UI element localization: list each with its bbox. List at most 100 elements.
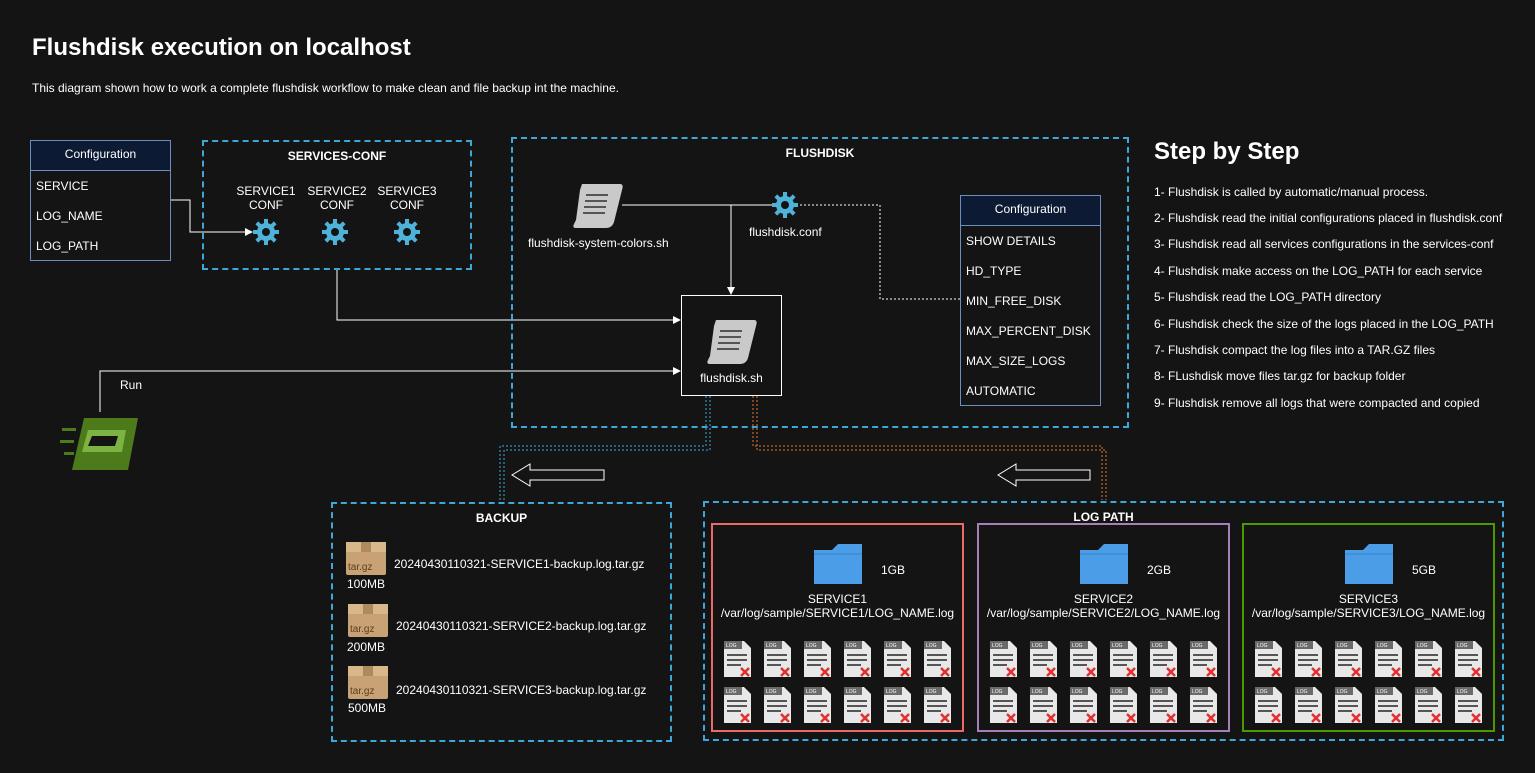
step-item: 1- Flushdisk is called by automatic/manu… xyxy=(1154,185,1429,199)
config-right-row: HD_TYPE xyxy=(966,264,1022,278)
edge-run-to-flushdisk xyxy=(99,367,681,412)
svg-text:LOG: LOG xyxy=(1297,689,1308,695)
config-left-row: LOG_NAME xyxy=(36,209,103,223)
edge-conf-to-config xyxy=(800,204,960,300)
log-service-name: SERVICE3 xyxy=(1338,592,1399,606)
config-right-row: MAX_SIZE_LOGS xyxy=(966,354,1066,368)
svg-text:LOG: LOG xyxy=(886,643,897,649)
services-conf-box: SERVICES-CONF xyxy=(202,140,472,270)
log-file-icon: LOG xyxy=(1150,687,1177,723)
log-file-icon: LOG xyxy=(924,687,951,723)
backup-file-size: 200MB xyxy=(347,640,386,654)
step-item: 3- Flushdisk read all services configura… xyxy=(1154,237,1494,251)
log-file-icon: LOG xyxy=(1030,641,1057,677)
log-service-box xyxy=(977,523,1230,732)
log-file-icon: LOG xyxy=(764,641,791,677)
steps-title: Step by Step xyxy=(1154,138,1300,165)
gear-icon xyxy=(394,219,420,245)
config-left-title: Configuration xyxy=(31,141,170,171)
flushdisk-box: FLUSHDISK xyxy=(511,137,1129,428)
log-path-box: LOG PATH xyxy=(703,501,1504,741)
log-file-icon: LOG xyxy=(1110,641,1137,677)
backup-file-name: 20240430110321-SERVICE2-backup.log.tar.g… xyxy=(396,619,647,633)
services-conf-title: SERVICES-CONF xyxy=(287,149,387,163)
log-file-icon: LOG xyxy=(990,641,1017,677)
package-icon xyxy=(346,542,386,575)
backup-file-name: 20240430110321-SERVICE1-backup.log.tar.g… xyxy=(394,557,645,571)
page-subtitle: This diagram shown how to work a complet… xyxy=(32,81,619,95)
log-service-name: SERVICE2 xyxy=(1073,592,1134,606)
log-file-icon: LOG xyxy=(1190,687,1217,723)
log-service-path: /var/log/sample/SERVICE1/LOG_NAME.log xyxy=(720,606,955,620)
backup-box: BACKUP xyxy=(331,502,672,742)
svg-text:LOG: LOG xyxy=(1032,643,1043,649)
log-service-path: /var/log/sample/SERVICE2/LOG_NAME.log xyxy=(986,606,1221,620)
backup-title: BACKUP xyxy=(475,511,528,525)
step-item: 8- FLushdisk move files tar.gz for backu… xyxy=(1154,369,1406,383)
folder-icon xyxy=(814,544,862,584)
package-icon-text: tar.gz xyxy=(348,562,373,573)
backup-file-name: 20240430110321-SERVICE3-backup.log.tar.g… xyxy=(396,683,647,697)
log-file-icon: LOG xyxy=(1030,687,1057,723)
svg-text:LOG: LOG xyxy=(726,643,737,649)
script-icon xyxy=(707,320,757,364)
svg-text:LOG: LOG xyxy=(1377,643,1388,649)
log-file-icon: LOG xyxy=(1150,641,1177,677)
edge-services-to-flushdisk xyxy=(336,270,681,324)
config-right-title: Configuration xyxy=(961,196,1100,226)
edge-to-backup xyxy=(499,396,707,500)
log-file-icon: LOG xyxy=(1070,641,1097,677)
script-colors-label: flushdisk-system-colors.sh xyxy=(528,236,669,250)
log-file-icon: LOG xyxy=(724,641,751,677)
folder-icon xyxy=(1080,544,1128,584)
svg-text:LOG: LOG xyxy=(1417,643,1428,649)
config-right-table: Configuration SHOW DETAILS HD_TYPE MIN_F… xyxy=(960,195,1101,406)
svg-text:LOG: LOG xyxy=(806,689,817,695)
log-file-icon: LOG xyxy=(1415,641,1442,677)
svg-text:LOG: LOG xyxy=(766,643,777,649)
log-service-path: /var/log/sample/SERVICE3/LOG_NAME.log xyxy=(1251,606,1486,620)
log-file-icon: LOG xyxy=(844,641,871,677)
log-path-title: LOG PATH xyxy=(1073,510,1134,524)
svg-text:LOG: LOG xyxy=(992,689,1003,695)
svg-text:LOG: LOG xyxy=(1192,643,1203,649)
step-item: 7- Flushdisk compact the log files into … xyxy=(1154,343,1435,357)
svg-text:LOG: LOG xyxy=(806,643,817,649)
log-file-icon: LOG xyxy=(1255,687,1282,723)
log-file-icon: LOG xyxy=(1335,641,1362,677)
log-file-icon: LOG xyxy=(1295,641,1322,677)
flushdisk-title: FLUSHDISK xyxy=(785,146,855,160)
svg-text:LOG: LOG xyxy=(992,643,1003,649)
svg-text:LOG: LOG xyxy=(1257,689,1268,695)
svg-text:LOG: LOG xyxy=(1152,689,1163,695)
log-size-label: 1GB xyxy=(881,563,906,577)
svg-text:LOG: LOG xyxy=(926,689,937,695)
svg-text:LOG: LOG xyxy=(1112,689,1123,695)
run-logo-icon[interactable] xyxy=(58,414,142,474)
svg-text:LOG: LOG xyxy=(1457,643,1468,649)
svg-text:LOG: LOG xyxy=(1032,689,1043,695)
step-item: 2- Flushdisk read the initial configurat… xyxy=(1154,211,1503,225)
log-service-name: SERVICE1 xyxy=(807,592,868,606)
conf-file-label: flushdisk.conf xyxy=(749,225,822,239)
svg-text:LOG: LOG xyxy=(1112,643,1123,649)
log-file-icon: LOG xyxy=(924,641,951,677)
log-file-icon: LOG xyxy=(1415,687,1442,723)
log-file-icon: LOG xyxy=(804,687,831,723)
log-file-icon: LOG xyxy=(1375,641,1402,677)
log-file-icon: LOG xyxy=(724,687,751,723)
log-file-icon: LOG xyxy=(764,687,791,723)
service1-conf-label: SERVICE1 CONF xyxy=(236,184,296,212)
package-icon-text: tar.gz xyxy=(350,686,375,697)
config-left-row: SERVICE xyxy=(36,179,89,193)
log-file-icon: LOG xyxy=(884,687,911,723)
svg-text:LOG: LOG xyxy=(726,689,737,695)
log-service-box xyxy=(1242,523,1495,732)
svg-text:LOG: LOG xyxy=(886,689,897,695)
edge-config-to-services xyxy=(171,199,253,236)
package-icon-text: tar.gz xyxy=(350,624,375,635)
log-file-icon: LOG xyxy=(1335,687,1362,723)
log-file-icon: LOG xyxy=(1295,687,1322,723)
service2-conf-label: SERVICE2 CONF xyxy=(307,184,367,212)
